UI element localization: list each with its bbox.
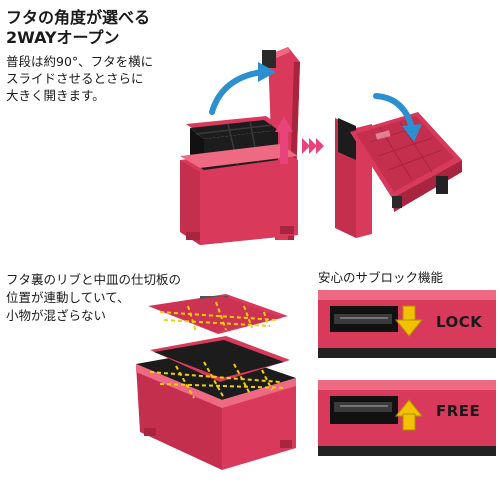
- bottom-desc-line-3: 小物が混ざらない: [6, 308, 107, 323]
- free-label: FREE: [436, 402, 481, 420]
- headline-line-2: 2WAYオープン: [6, 28, 120, 47]
- bottom-desc-line-1: フタ裏のリブと中皿の仕切板の: [6, 272, 182, 287]
- lock-label: LOCK: [436, 313, 483, 331]
- top-desc-line-1: 普段は約90°、フタを横に: [6, 54, 154, 69]
- top-desc-line-3: 大きく開きます。: [6, 88, 105, 103]
- headline-line-1: フタの角度が選べる: [6, 8, 151, 27]
- sublock-title: 安心のサブロック機能: [318, 270, 444, 285]
- bottom-desc-line-2: 位置が連動していて、: [6, 290, 130, 305]
- top-desc-line-2: スライドさせるとさらに: [6, 71, 144, 86]
